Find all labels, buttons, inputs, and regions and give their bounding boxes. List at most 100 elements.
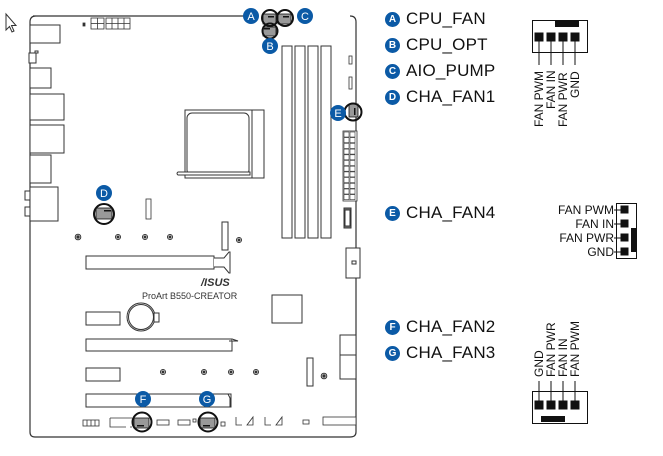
pin-label: FAN IN — [544, 70, 558, 109]
legend-group-cha-fan23: F CHA_FAN2 G CHA_FAN3 — [385, 314, 495, 366]
pin-label: GND — [532, 350, 546, 377]
legend-item-cha-fan3: G CHA_FAN3 — [385, 340, 495, 366]
usb-header — [145, 198, 152, 220]
pin-label: FAN IN — [556, 338, 570, 377]
connector-housing — [532, 391, 588, 424]
cha-fan3-header — [197, 411, 219, 433]
legend-label: CPU_OPT — [406, 35, 488, 54]
atx-pin — [349, 171, 356, 178]
atx-pin — [343, 137, 350, 143]
legend-item-cha-fan2: F CHA_FAN2 — [385, 314, 495, 340]
marker-circle — [330, 105, 346, 121]
marker-circle — [297, 8, 313, 24]
badge-b: B — [385, 37, 400, 53]
brand-logo: /ISUS — [200, 277, 230, 289]
bottom-headers — [82, 415, 357, 428]
legend-label: CHA_FAN4 — [406, 203, 496, 222]
right-edge-connectors — [339, 207, 361, 380]
marker-circle — [96, 185, 112, 201]
marker-d: D — [96, 185, 112, 201]
pin-label: FAN PWM — [558, 203, 614, 217]
connector-housing — [616, 203, 637, 259]
marker-letter: G — [203, 394, 212, 406]
cha-fan2-header — [131, 411, 153, 433]
atx-pin — [343, 148, 350, 155]
cpu-power-connectors — [82, 17, 131, 30]
atx-pin — [349, 137, 356, 143]
cha-fan1-header — [93, 203, 115, 225]
connector-key — [555, 21, 579, 27]
legend-item-aio-pump: C AIO_PUMP — [385, 58, 495, 84]
marker-g: G — [199, 391, 215, 407]
pin-label: FAN PWM — [532, 71, 546, 127]
badge-g: G — [385, 345, 400, 361]
marker-c: C — [297, 8, 313, 24]
atx-pin — [343, 165, 350, 172]
connector-key — [541, 416, 565, 422]
connector-key — [631, 228, 636, 252]
badge-e: E — [385, 205, 400, 221]
marker-circle — [243, 8, 259, 24]
pin-label: FAN PWR — [559, 231, 614, 245]
connector-pins — [534, 381, 580, 410]
legend-label: CHA_FAN1 — [406, 87, 496, 106]
legend-label: CHA_FAN2 — [406, 317, 496, 336]
atx-pin — [343, 131, 350, 138]
connector-pins — [614, 205, 629, 256]
rear-io — [24, 24, 65, 222]
cha-fan4-header — [343, 102, 363, 122]
motherboard-diagram: /ISUS ProArt B550-CREATOR — [5, 8, 363, 438]
atx-pin — [343, 154, 350, 161]
dimm-slots — [281, 45, 332, 239]
pin-label: GND — [587, 245, 614, 259]
badge-a: A — [385, 11, 400, 27]
atx-pin — [343, 194, 350, 200]
atx-pin — [349, 165, 356, 172]
badge-c: C — [385, 63, 400, 79]
atx-pin — [343, 177, 350, 183]
pin-label: GND — [568, 71, 582, 98]
legend-item-cpu-opt: B CPU_OPT — [385, 32, 495, 58]
pin-label: FAN PWR — [544, 322, 558, 377]
legend-label: CHA_FAN3 — [406, 343, 496, 362]
marker-badges: A B C D E F G — [96, 8, 346, 407]
legend-item-cpu-fan: A CPU_FAN — [385, 6, 495, 32]
marker-letter: F — [140, 394, 147, 406]
atx-pin — [349, 177, 356, 183]
pcie-slots — [85, 251, 239, 408]
pin-label: FAN PWM — [568, 321, 582, 377]
legend-label: CPU_FAN — [406, 9, 486, 28]
marker-a: A — [243, 8, 259, 24]
marker-letter: B — [266, 41, 273, 53]
atx-pin — [343, 183, 350, 189]
marker-circle — [135, 391, 151, 407]
pin-label: FAN PWR — [556, 72, 570, 127]
marker-letter: A — [247, 11, 255, 23]
legend-item-cha-fan4: E CHA_FAN4 — [385, 200, 495, 226]
m2-slots — [221, 221, 314, 387]
pinout-diagram-top: FAN PWM FAN IN FAN PWR GND — [532, 20, 588, 127]
badge-f: F — [385, 319, 400, 335]
connector-pins — [534, 32, 580, 65]
marker-b: B — [262, 38, 278, 54]
marker-e: E — [330, 105, 346, 121]
marker-circle — [262, 38, 278, 54]
atx-pin — [349, 160, 356, 166]
fan-headers — [93, 9, 363, 433]
atx-pin — [349, 188, 356, 195]
atx-pin — [343, 188, 350, 195]
arrow-pointer-icon — [5, 12, 18, 33]
atx-pin — [343, 143, 350, 149]
marker-letter: D — [100, 188, 108, 200]
legend-group-cha-fan4: E CHA_FAN4 — [385, 200, 495, 226]
legend-label: AIO_PUMP — [406, 61, 496, 80]
marker-letter: C — [301, 11, 309, 23]
board-model-label: ProArt B550-CREATOR — [142, 291, 238, 301]
board-outline — [29, 15, 357, 438]
cpu-socket — [176, 109, 265, 179]
atx-pin — [349, 148, 356, 155]
atx-pin — [343, 171, 350, 178]
atx-pin-grid — [343, 131, 356, 200]
